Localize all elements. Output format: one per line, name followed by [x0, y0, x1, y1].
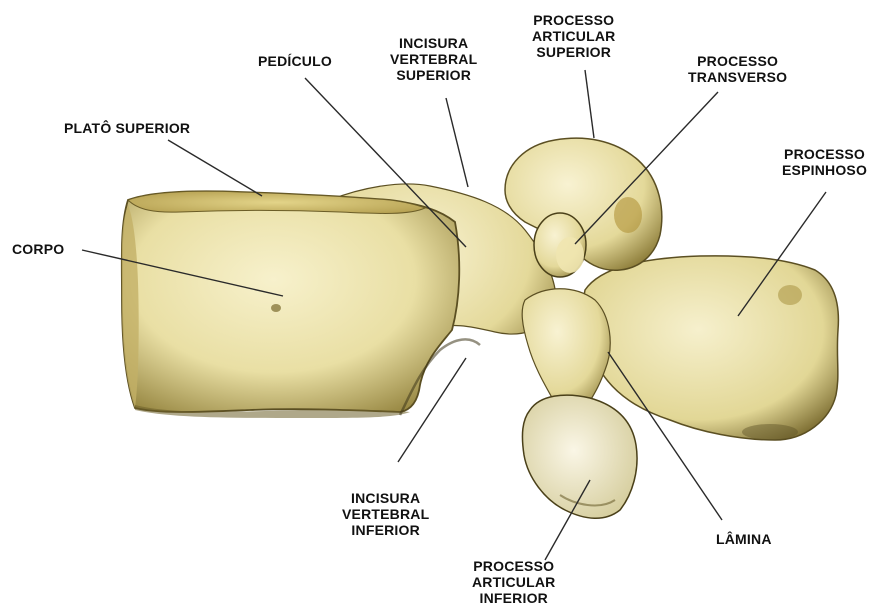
label-lamina: LÂMINA [716, 531, 772, 547]
label-pe-line-2: ESPINHOSO [782, 162, 867, 178]
label-pediculo-line-1: PEDÍCULO [258, 53, 332, 69]
label-lamina-line-1: LÂMINA [716, 531, 772, 547]
label-pas-line-3: SUPERIOR [532, 44, 615, 60]
spinous-process-shape [583, 256, 838, 440]
label-pe-line-1: PROCESSO [782, 146, 867, 162]
spinous-base-shadow [742, 424, 798, 440]
label-incisura-superior-line-2: VERTEBRAL [390, 51, 477, 67]
label-processo-espinhoso: PROCESSO ESPINHOSO [782, 146, 867, 178]
label-incisura-vertebral-inferior: INCISURA VERTEBRAL INFERIOR [342, 490, 429, 538]
label-pai-line-1: PROCESSO [472, 558, 555, 574]
label-processo-articular-inferior: PROCESSO ARTICULAR INFERIOR [472, 558, 555, 606]
label-incisura-vertebral-superior: INCISURA VERTEBRAL SUPERIOR [390, 35, 477, 83]
leader-processo-articular-superior [585, 70, 594, 138]
label-pas-line-2: ARTICULAR [532, 28, 615, 44]
label-processo-transverso: PROCESSO TRANSVERSO [688, 53, 787, 85]
nutrient-foramen [271, 304, 281, 312]
articular-facet-shadow [614, 197, 642, 233]
label-plato-superior: PLATÔ SUPERIOR [64, 120, 190, 136]
label-pediculo: PEDÍCULO [258, 53, 332, 69]
label-incisura-superior-line-3: SUPERIOR [390, 67, 477, 83]
label-corpo-line-1: CORPO [12, 241, 64, 257]
label-pt-line-2: TRANSVERSO [688, 69, 787, 85]
label-pt-line-1: PROCESSO [688, 53, 787, 69]
label-incisura-inferior-line-2: VERTEBRAL [342, 506, 429, 522]
label-pai-line-3: INFERIOR [472, 590, 555, 606]
label-pas-line-1: PROCESSO [532, 12, 615, 28]
leader-plato-superior [168, 140, 262, 196]
vertebral-body-shape [122, 191, 460, 412]
label-corpo: CORPO [12, 241, 64, 257]
transverse-process-tip [556, 237, 584, 273]
label-incisura-superior-line-1: INCISURA [390, 35, 477, 51]
leader-incisura-superior [446, 98, 468, 187]
label-plato-superior-line-1: PLATÔ SUPERIOR [64, 120, 190, 136]
label-incisura-inferior-line-3: INFERIOR [342, 522, 429, 538]
inferior-articular-process-shape [522, 395, 637, 518]
label-processo-articular-superior: PROCESSO ARTICULAR SUPERIOR [532, 12, 615, 60]
lamina-shape [522, 289, 610, 412]
spinous-shadow-spot [778, 285, 802, 305]
label-pai-line-2: ARTICULAR [472, 574, 555, 590]
label-incisura-inferior-line-1: INCISURA [342, 490, 429, 506]
